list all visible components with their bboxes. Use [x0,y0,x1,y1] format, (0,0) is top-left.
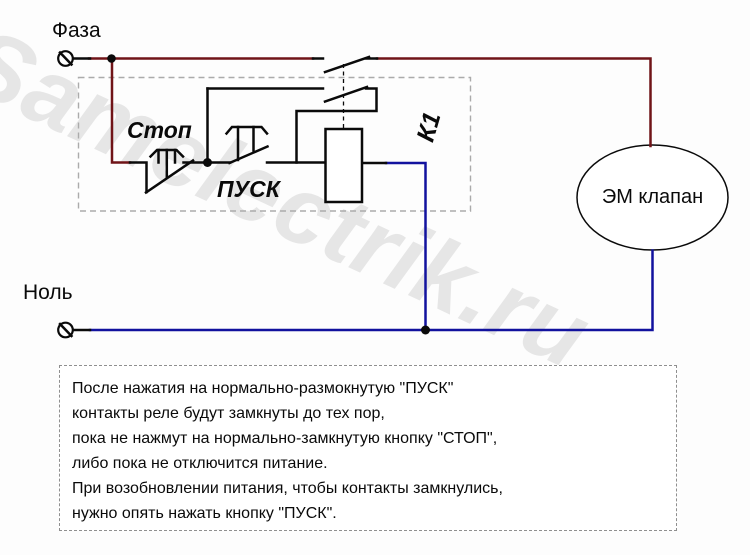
relay-boundary-dashed-box [77,76,472,212]
neutral-wire [88,161,654,332]
note-line: После нажатия на нормально-размокнутую "… [72,380,454,397]
stop-button-label: Стоп [127,117,192,143]
note-line: пока не нажмут на нормально-замкнутую кн… [72,430,498,447]
relay-contact-k1-main [323,55,371,74]
junction-dot [203,158,212,167]
junction-dot [421,325,430,335]
neutral-terminal-icon [57,321,74,339]
relay-contact-k1-holding [323,85,369,104]
start-button-contact [206,125,270,165]
phase-label: Фаза [52,19,101,42]
em-valve-label: ЭМ клапан [601,186,704,208]
phase-wire [87,57,652,164]
junction-dots [107,54,430,335]
junction-dot [107,54,116,63]
note-line: При возобновлении питания, чтобы контакт… [72,480,503,497]
note-line: либо пока не отключится питание. [72,455,328,472]
start-button-actuator-icon [224,125,269,162]
note-box: После нажатия на нормально-размокнутую "… [59,365,677,531]
stop-button-contact [128,148,209,195]
phase-terminal-icon [57,50,74,67]
note-line: нужно опять нажать кнопку "ПУСК". [72,505,337,522]
start-button-label: ПУСК [217,176,280,202]
stop-button-actuator-icon [148,148,185,179]
neutral-label: Ноль [23,281,73,304]
note-line: контакты реле будут замкнуты до тех пор, [72,405,385,422]
relay-coil-k1 [324,127,364,204]
